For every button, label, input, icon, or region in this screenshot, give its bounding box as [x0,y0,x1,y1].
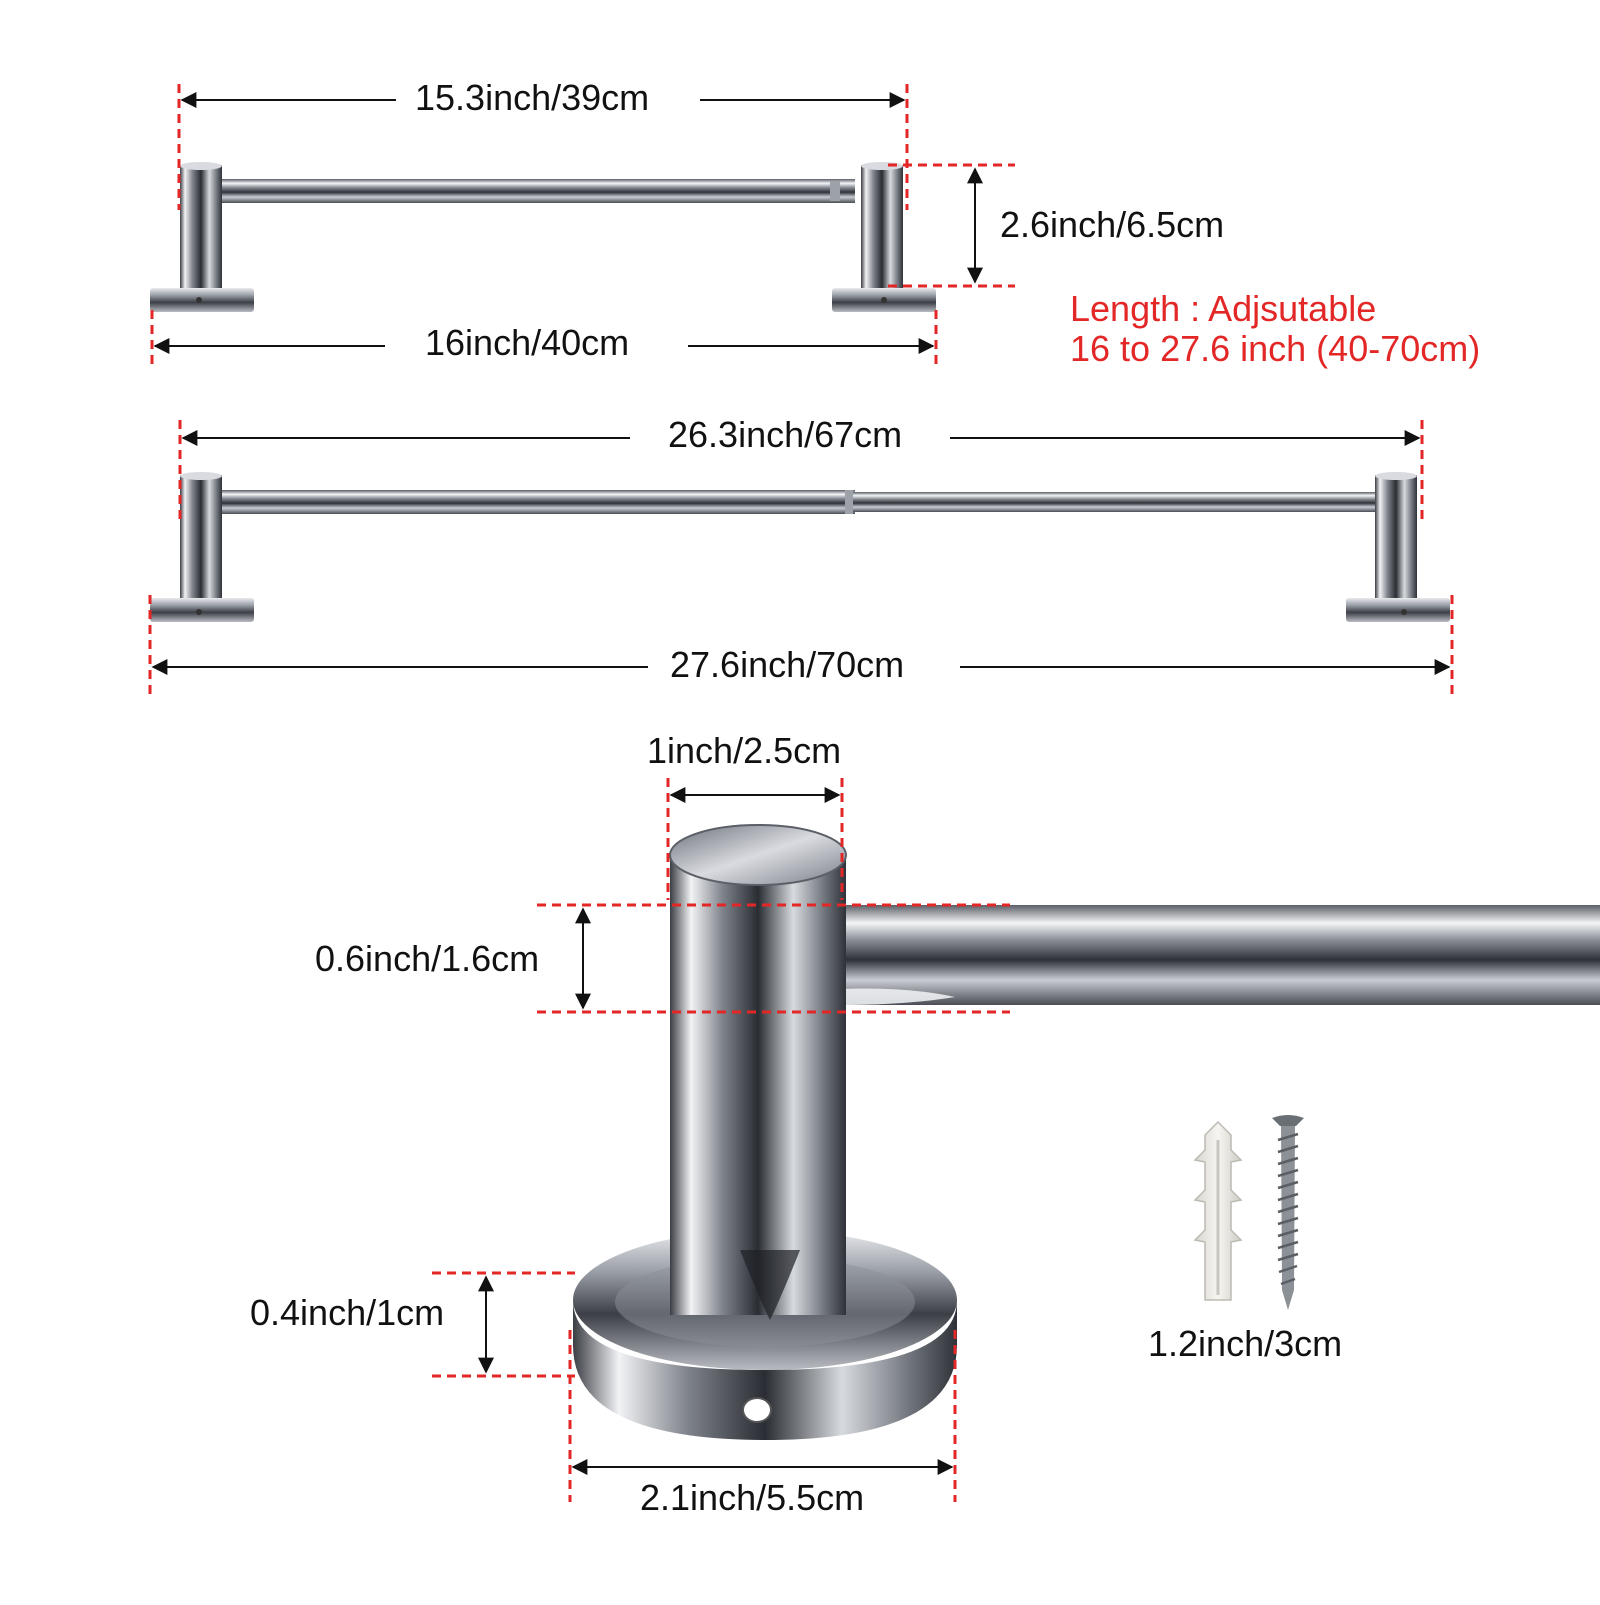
rod-diameter-label: 0.6inch/1.6cm [315,938,540,979]
base-diameter-label: 2.1inch/5.5cm [640,1477,865,1518]
screw-icon [1272,1115,1304,1310]
long-bar-rod-left [215,490,855,514]
projection-label: 2.6inch/6.5cm [1000,204,1225,245]
post-cap [670,825,846,885]
bracket-closeup [573,824,1600,1440]
long-right-bracket [1346,472,1450,622]
base-thickness-label: 0.4inch/1cm [250,1292,445,1333]
short-bar-width-label: 15.3inch/39cm [415,77,650,118]
post-diameter-label: 1inch/2.5cm [647,730,842,771]
screw-length-label: 1.2inch/3cm [1148,1323,1343,1364]
long-dimension-lines [148,420,1454,700]
short-towel-bar [150,162,936,312]
long-left-base [150,598,254,622]
short-total-width-label: 16inch/40cm [425,322,630,363]
short-bar-joint [830,181,840,201]
short-dimension-lines [150,84,1015,366]
long-left-bracket [150,472,254,622]
long-towel-bar [150,472,1450,622]
long-bar-width-label: 26.3inch/67cm [668,414,903,455]
short-bar-rod [215,179,855,203]
long-total-width-label: 27.6inch/70cm [670,644,905,685]
short-left-bracket [150,162,254,312]
closeup-rod [820,905,1600,1005]
long-right-base [1346,598,1450,622]
adjustable-length-note-line2: 16 to 27.6 inch (40-70cm) [1070,328,1481,369]
wall-anchor-icon [1193,1120,1243,1301]
long-bar-rod-right [848,492,1378,512]
short-right-bracket [832,162,936,312]
screw-hole [742,1397,772,1423]
adjustable-length-note-line1: Length : Adjsutable [1070,288,1377,329]
closeup-dimension-lines [432,778,1010,1502]
long-bar-joint [845,490,853,514]
closeup-post [669,824,847,1320]
